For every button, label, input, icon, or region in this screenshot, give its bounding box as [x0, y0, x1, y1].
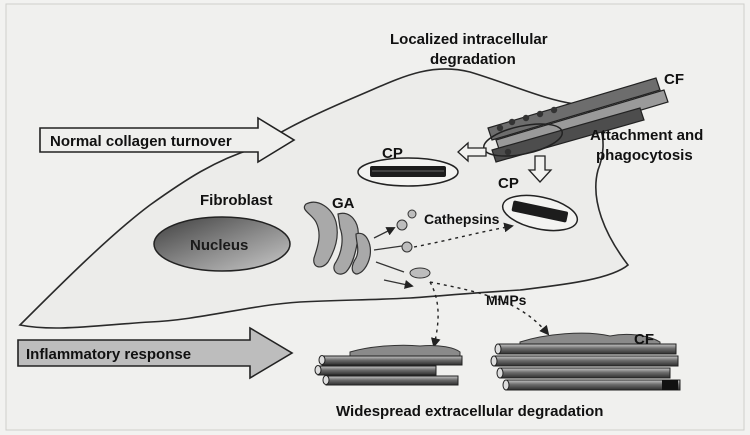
cp-lower-label: CP [498, 175, 519, 192]
vesicle-icon [397, 220, 407, 230]
vesicle-icon [410, 268, 430, 278]
normal-turnover-label: Normal collagen turnover [50, 133, 232, 150]
top-caption-line1: Localized intracellular [390, 31, 548, 48]
ga-label: GA [332, 195, 355, 212]
attachment-line2: phagocytosis [596, 147, 693, 164]
attachment-line1: Attachment and [590, 127, 703, 144]
vesicle-icon [408, 210, 416, 218]
cp-upper-label: CP [382, 145, 403, 162]
mmps-label: MMPs [486, 292, 527, 308]
vesicle-icon [402, 242, 412, 252]
top-caption-line2: degradation [430, 51, 516, 68]
bottom-caption: Widespread extracellular degradation [336, 403, 603, 420]
cf-top-label: CF [664, 71, 684, 88]
cathepsins-label: Cathepsins [424, 211, 500, 227]
cf-bottom-label: CF [634, 331, 654, 348]
collagen-phagosome-upper [358, 158, 458, 186]
fibroblast-label: Fibroblast [200, 192, 273, 209]
inflammatory-response-label: Inflammatory response [26, 346, 191, 363]
nucleus-label: Nucleus [190, 237, 248, 254]
